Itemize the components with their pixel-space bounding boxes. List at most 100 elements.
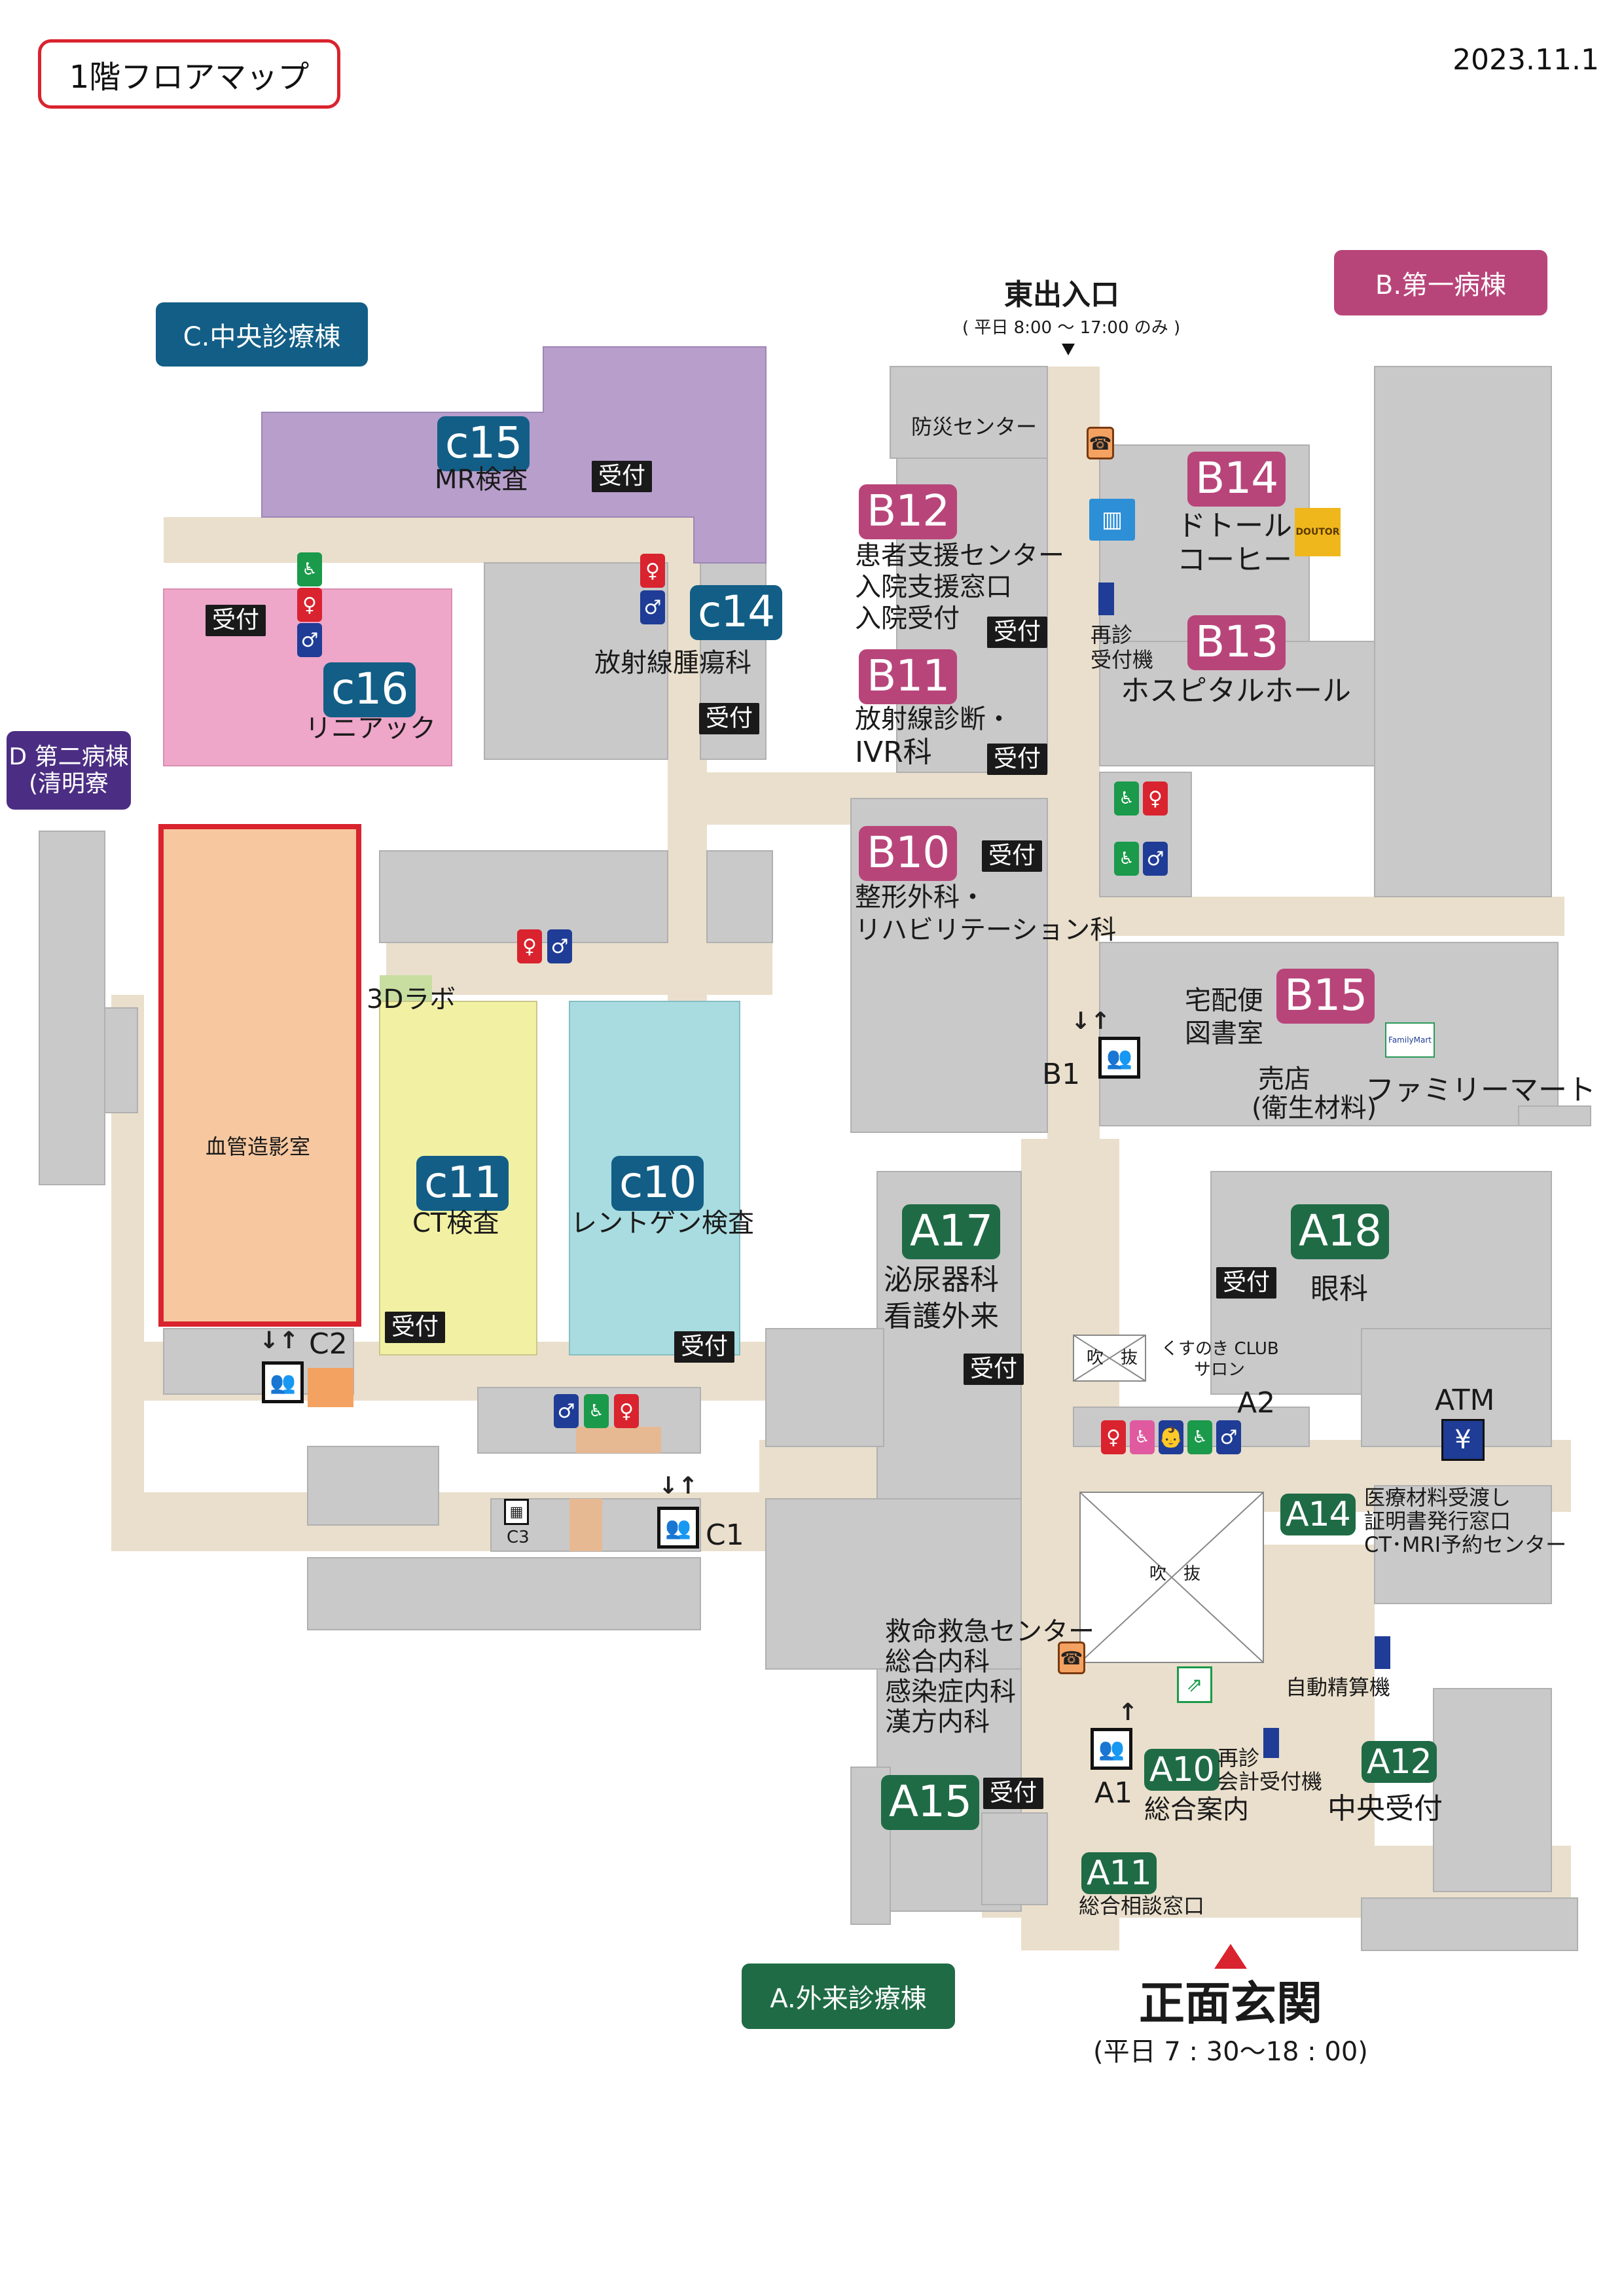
room-name-3dlab: 3Dラボ (367, 984, 456, 1014)
accessible-restroom-icon: ♿ (1114, 781, 1139, 816)
main-entrance-hours: (平日 7 : 30〜18 : 00) (1093, 2037, 1368, 2067)
corridor-c-top (164, 517, 700, 563)
block-b-disaster (890, 366, 1048, 459)
room-name-a17-line2: 看護外来 (884, 1300, 999, 1333)
building-label-d-line1: D 第二病棟 (9, 743, 129, 770)
reentry-machine-line1: 再診 (1091, 622, 1133, 647)
corridor-b-vertical (1047, 367, 1100, 1178)
room-name-disaster-center: 防災センター (911, 414, 1038, 439)
building-label-d-line2: (清明寮 (28, 770, 109, 797)
elevator-label-c1: C1 (706, 1518, 744, 1552)
east-entrance-arrow (1062, 344, 1075, 355)
room-angio-shape (158, 824, 361, 1327)
female-restroom-icon: ♀ (614, 1394, 639, 1428)
room-name-shop-line2: (衛生材料) (1252, 1093, 1377, 1123)
c-lab-restrooms: ♀ ♂ (517, 929, 572, 963)
block-b-right-tall (1374, 366, 1552, 897)
reception-a17: 受付 (964, 1354, 1024, 1385)
block-d-stub (104, 1007, 138, 1113)
block-c-lab-top (379, 850, 668, 943)
room-name-angio: 血管造影室 (206, 1134, 311, 1159)
reception-b11: 受付 (987, 744, 1048, 775)
east-entrance-hours: ( 平日 8:00 ～ 17:00 のみ ) (962, 318, 1181, 338)
reception-c15: 受付 (592, 461, 653, 492)
room-name-library: 図書室 (1185, 1018, 1263, 1049)
accessible-restroom-icon: ♿ (297, 552, 322, 586)
room-name-b11-line2: IVR科 (855, 736, 932, 769)
accessible-restroom-icon: ♿ (1114, 842, 1139, 876)
main-entrance-arrow (1214, 1944, 1247, 1969)
void-small-label: 吹 抜 (1087, 1348, 1138, 1368)
elevator-icon: 👥 (1098, 1037, 1140, 1079)
room-code-c14: c14 (690, 585, 783, 640)
elevator-label-a1: A1 (1094, 1776, 1133, 1810)
room-code-c10: c10 (611, 1156, 704, 1211)
building-label-d: D 第二病棟 (清明寮 (7, 731, 131, 810)
male-restroom-icon: ♂ (547, 929, 572, 963)
east-entrance-title: 東出入口 (1004, 278, 1119, 312)
reception-a15: 受付 (983, 1778, 1044, 1809)
room-code-a17: A17 (902, 1204, 1001, 1259)
reentry-machine-line2: 受付機 (1091, 647, 1154, 672)
salon-line2: サロン (1194, 1360, 1246, 1380)
accessible-restroom-icon: ♿ (584, 1394, 609, 1428)
c14-restrooms: ♀ ♂ (640, 554, 665, 624)
block-emergency (765, 1498, 1022, 1670)
room-code-b12: B12 (859, 484, 958, 539)
room-name-b13: ホスピタルホール (1121, 674, 1351, 708)
room-name-a14-line2: 証明書発行窓口 (1364, 1509, 1511, 1534)
reception-c10: 受付 (674, 1331, 735, 1363)
doutor-logo: DOUTOR (1295, 508, 1341, 556)
block-c-upper-center (484, 562, 668, 760)
room-name-c15: MR検査 (435, 465, 528, 495)
room-name-c14: 放射線腫瘍科 (594, 648, 751, 678)
public-phone-icon: ☎ (1058, 1641, 1085, 1674)
room-name-a17-line1: 泌尿器科 (884, 1263, 999, 1297)
reception-machine-icon: ▥ (1089, 499, 1135, 541)
male-restroom-icon: ♂ (1216, 1420, 1241, 1454)
auto-pay-marker (1375, 1636, 1390, 1669)
auto-pay-label: 自動精算機 (1286, 1675, 1391, 1700)
room-name-b12-line1: 患者支援センター (855, 541, 1064, 571)
room-code-b10: B10 (859, 826, 958, 881)
block-d-left (39, 831, 105, 1185)
block-a-se (1361, 1897, 1578, 1951)
elevator-label-a2: A2 (1237, 1386, 1276, 1420)
room-name-a18: 眼科 (1310, 1272, 1368, 1306)
room-code-a18: A18 (1291, 1204, 1390, 1259)
room-name-b11-line1: 放射線診断・ (855, 704, 1012, 734)
female-restroom-icon: ♀ (640, 554, 665, 588)
room-name-b12-line2: 入院支援窓口 (855, 572, 1012, 602)
block-c-lab-right (706, 850, 773, 943)
elevator-label-c2: C2 (309, 1327, 348, 1361)
male-restroom-icon: ♂ (554, 1394, 579, 1428)
room-name-a11: 総合相談窓口 (1079, 1893, 1205, 1918)
salon-line1: くすのき CLUB (1161, 1339, 1279, 1359)
a-restrooms: ♀ ♿ 👶 ♿ ♂ (1101, 1420, 1241, 1454)
male-restroom-icon: ♂ (1143, 842, 1168, 876)
room-name-a10: 総合案内 (1144, 1795, 1249, 1825)
building-label-c: C.中央診療棟 (156, 302, 368, 367)
elevator-icon: 👥 (1091, 1728, 1132, 1770)
female-restroom-icon: ♀ (297, 588, 322, 622)
room-name-shop-line1: 売店 (1258, 1064, 1310, 1094)
b-restrooms-bottom: ♿ ♂ (1114, 842, 1168, 876)
female-restroom-icon: ♀ (1143, 781, 1168, 816)
room-code-b11: B11 (859, 649, 958, 704)
reentry-machine-marker (1098, 583, 1114, 615)
escalator-icon: ⇗ (1177, 1666, 1212, 1703)
c-central-restrooms: ♂ ♿ ♀ (554, 1394, 639, 1428)
room-code-a15: A15 (881, 1775, 980, 1830)
c16-restrooms: ♿ ♀ ♂ (297, 552, 322, 657)
room-name-b14-line2: コーヒー (1177, 543, 1292, 577)
reception-c11: 受付 (385, 1312, 446, 1343)
corridor-c-lab (386, 942, 772, 995)
elevator-icon: 👥 (657, 1507, 699, 1549)
female-restroom-icon: ♀ (517, 929, 542, 963)
a10-machine-line1: 再診 (1218, 1746, 1260, 1770)
a10-machine-line2: 会計受付機 (1218, 1769, 1323, 1794)
public-phone-icon: ☎ (1087, 427, 1114, 459)
room-name-b14-line1: ドトール (1177, 509, 1292, 543)
room-name-a14-line1: 医療材料受渡し (1364, 1485, 1511, 1510)
room-name-a12: 中央受付 (1327, 1792, 1443, 1825)
